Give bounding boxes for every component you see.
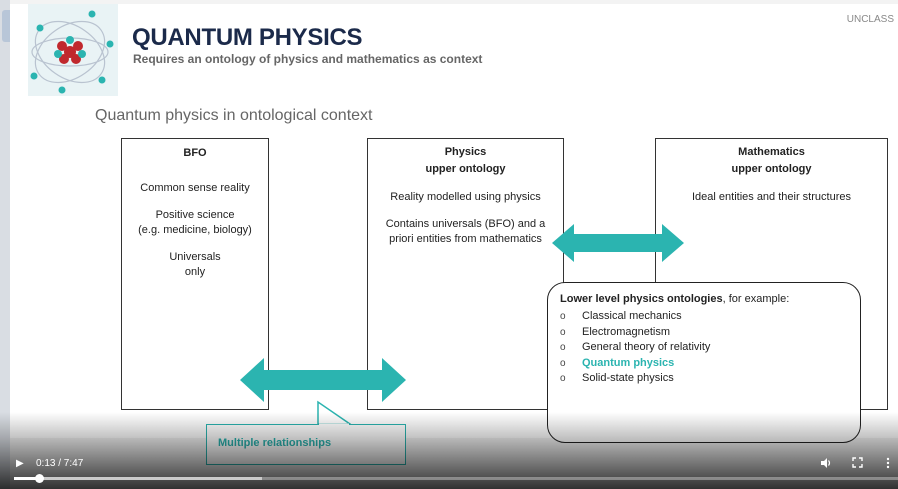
mathematics-line-1: Ideal entities and their structures [692, 191, 851, 203]
list-bullet: o [560, 311, 566, 322]
list-item-label: Electromagnetism [582, 325, 671, 338]
mathematics-box-subtitle: upper ontology [731, 163, 812, 175]
list-item: o Solid-state physics [560, 371, 848, 387]
atom-model-icon [28, 4, 118, 96]
list-item-label: Quantum physics [582, 356, 675, 369]
bfo-line-1: Common sense reality [140, 182, 250, 194]
list-item-label: General theory of relativity [582, 341, 711, 353]
left-edge-tab [2, 10, 10, 42]
seek-bar-buffered [14, 477, 262, 480]
more-options-icon[interactable] [886, 457, 890, 472]
list-item: o Classical mechanics [560, 309, 848, 325]
bfo-box: BFO Common sense reality Positive scienc… [121, 138, 269, 410]
callout-text: Multiple relationships [218, 437, 332, 449]
physics-line-2: Contains universals (BFO) and a [385, 218, 546, 230]
list-item-highlighted: o Quantum physics [560, 356, 848, 372]
lower-level-heading-bold: Lower level physics ontologies [560, 293, 723, 305]
lower-level-heading-rest: , for example: [722, 293, 790, 305]
list-item: o Electromagnetism [560, 325, 848, 341]
volume-icon[interactable] [820, 457, 832, 472]
video-controls: ▶ 0:13 / 7:47 [0, 452, 898, 489]
slide-subtitle: Requires an ontology of physics and math… [133, 52, 483, 66]
double-arrow-bfo-physics [240, 358, 406, 402]
seek-bar-played [14, 477, 39, 480]
seek-bar-handle[interactable] [34, 474, 44, 483]
physics-line-1: Reality modelled using physics [390, 191, 541, 203]
fullscreen-icon[interactable] [852, 457, 863, 471]
left-edge-panel [0, 0, 10, 489]
bfo-line-5: only [184, 266, 206, 278]
list-item: o General theory of relativity [560, 340, 848, 356]
classification-marking: UNCLASS [846, 14, 894, 25]
bfo-line-2: Positive science [155, 209, 235, 221]
section-heading: Quantum physics in ontological context [95, 107, 373, 124]
physics-line-3: priori entities from mathematics [389, 233, 542, 245]
slide-title: QUANTUM PHYSICS [132, 24, 363, 51]
physics-box-subtitle: upper ontology [425, 163, 506, 175]
list-item-label: Solid-state physics [582, 372, 674, 384]
play-icon[interactable]: ▶ [16, 458, 24, 469]
list-bullet: o [560, 373, 566, 384]
time-display: 0:13 / 7:47 [36, 458, 84, 469]
mathematics-box-title: Mathematics [738, 146, 805, 158]
bfo-line-3: (e.g. medicine, biology) [138, 224, 252, 236]
lower-level-heading: Lower level physics ontologies, for exam… [560, 293, 848, 305]
physics-upper-ontology-box: Physics upper ontology Reality modelled … [367, 138, 564, 410]
bfo-line-4: Universals [169, 251, 221, 263]
double-arrow-physics-mathematics [552, 224, 684, 262]
seek-bar[interactable] [14, 474, 898, 483]
physics-box-title: Physics [444, 146, 487, 158]
bfo-box-title: BFO [183, 147, 207, 159]
list-bullet: o [560, 342, 566, 353]
list-item-label: Classical mechanics [582, 310, 682, 322]
list-bullet: o [560, 326, 566, 338]
list-bullet: o [560, 357, 566, 369]
